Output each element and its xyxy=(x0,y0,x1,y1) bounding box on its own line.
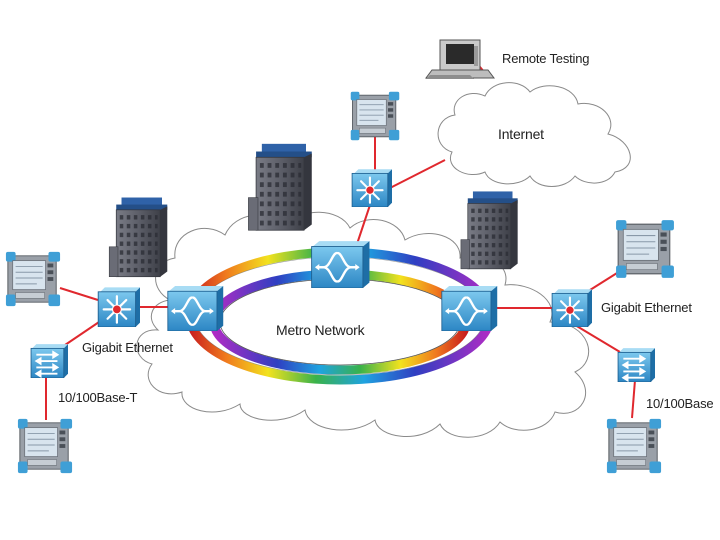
test-instrument-icon xyxy=(615,219,675,279)
metro-network-label: Metro Network xyxy=(276,322,365,338)
internet-cloud xyxy=(437,82,631,187)
internet-label: Internet xyxy=(498,126,544,142)
ethernet-switch-icon xyxy=(617,347,655,382)
router-icon xyxy=(97,286,140,327)
ethernet-switch-icon xyxy=(30,343,68,378)
office-building-icon xyxy=(108,196,168,278)
optical-switch-icon xyxy=(440,285,498,331)
office-building-icon xyxy=(247,143,313,231)
test-instrument-icon xyxy=(17,418,73,474)
test-instrument-icon xyxy=(5,251,61,307)
optical-switch-icon xyxy=(310,240,370,288)
optical-switch-icon xyxy=(166,285,224,331)
office-building-icon xyxy=(460,190,519,270)
base-t-label-right: 10/100Base xyxy=(646,396,714,411)
router-icon xyxy=(351,168,392,207)
base-t-label-left: 10/100Base-T xyxy=(58,390,138,405)
remote-testing-label: Remote Testing xyxy=(502,51,590,66)
computer-icon xyxy=(425,39,495,79)
test-instrument-icon xyxy=(606,418,662,474)
gigabit-ethernet-label-right: Gigabit Ethernet xyxy=(601,300,692,315)
gigabit-ethernet-label-left: Gigabit Ethernet xyxy=(82,340,173,355)
router-icon xyxy=(551,288,592,327)
test-instrument-icon xyxy=(350,91,400,141)
